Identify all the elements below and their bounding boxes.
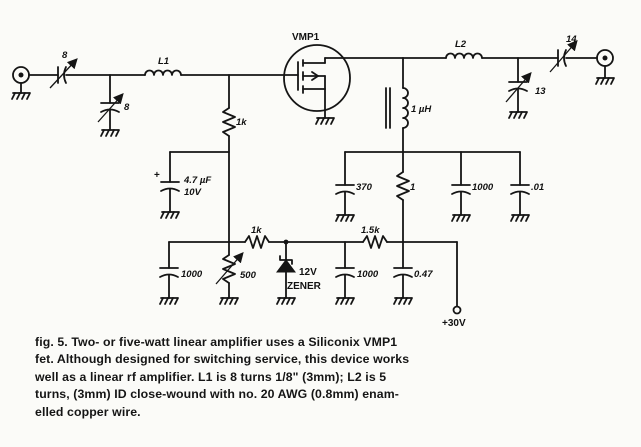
tantalum-capacitor — [160, 151, 230, 219]
supply-label: +30V — [442, 318, 466, 329]
c-in1-label: 8 — [62, 50, 68, 61]
zener-diode — [276, 239, 296, 305]
c-tant-value: 4.7 µF — [183, 175, 211, 186]
capacitor-047 — [393, 241, 413, 305]
r-drain-label: 1 — [410, 182, 415, 193]
drain-resistor — [396, 151, 410, 243]
vmp1-fet — [283, 44, 351, 119]
c-tant-plus: + — [154, 170, 160, 181]
supply-terminal — [452, 241, 462, 315]
caption-line-1: fig. 5. Two- or five-watt linear amplifi… — [35, 335, 398, 349]
r15k-label: 1.5k — [361, 225, 380, 236]
gate-bias-resistor — [222, 74, 236, 243]
l1-label: L1 — [158, 56, 169, 67]
c1000-c-label: 1000 — [181, 269, 203, 280]
capacitor-1000-c — [159, 241, 179, 305]
rfc-label: 1 µH — [411, 104, 432, 115]
figure-caption: fig. 5. Two- or five-watt linear amplifi… — [35, 334, 625, 421]
caption-line-4: turns, (3mm) ID close-wound with no. 20 … — [35, 387, 399, 402]
c-out2-label: 13 — [535, 86, 546, 97]
capacitor-01 — [510, 151, 530, 222]
r-bias-top-label: 1k — [236, 117, 247, 128]
resistor-1-5k — [362, 235, 388, 249]
fet-label: VMP1 — [292, 32, 320, 43]
caption-line-2: fet. Although designed for switching ser… — [35, 352, 410, 367]
zener-label: ZENER — [287, 281, 322, 292]
caption-line-3: well as a linear rf amplifier. L1 is 8 t… — [35, 369, 387, 384]
input-trimmer-capacitor — [49, 58, 78, 89]
c1000-b-label: 1000 — [357, 269, 379, 280]
capacitor-1000-b — [335, 241, 355, 305]
l2-label: L2 — [455, 39, 467, 50]
resistor-1k-series — [244, 235, 270, 249]
output-connector — [595, 49, 615, 85]
c01-label: .01 — [531, 182, 544, 193]
c-in2-label: 8 — [124, 102, 130, 113]
amplifier-schematic: 8 8 L1 — [11, 32, 615, 329]
inductor-l2 — [445, 52, 483, 59]
r1k-label: 1k — [251, 225, 262, 236]
potentiometer-500 — [215, 241, 244, 305]
input-connector — [11, 66, 31, 100]
zener-voltage-label: 12V — [299, 267, 317, 278]
rf-choke — [385, 57, 409, 153]
capacitor-1000-a — [451, 151, 471, 222]
c370-label: 370 — [356, 182, 373, 193]
pot500-label: 500 — [240, 270, 257, 281]
output-series-trimmer — [549, 40, 578, 73]
caption-line-5: elled copper wire. — [35, 404, 141, 419]
c1000-a-label: 1000 — [472, 182, 494, 193]
shunt-trimmer-capacitor — [97, 74, 124, 137]
c-tant-voltage: 10V — [184, 187, 202, 198]
inductor-l1 — [144, 69, 182, 76]
c-out1-label: 14 — [566, 34, 577, 45]
output-shunt-trimmer — [505, 57, 532, 119]
capacitor-370 — [335, 151, 355, 222]
c047-label: 0.47 — [414, 269, 433, 280]
